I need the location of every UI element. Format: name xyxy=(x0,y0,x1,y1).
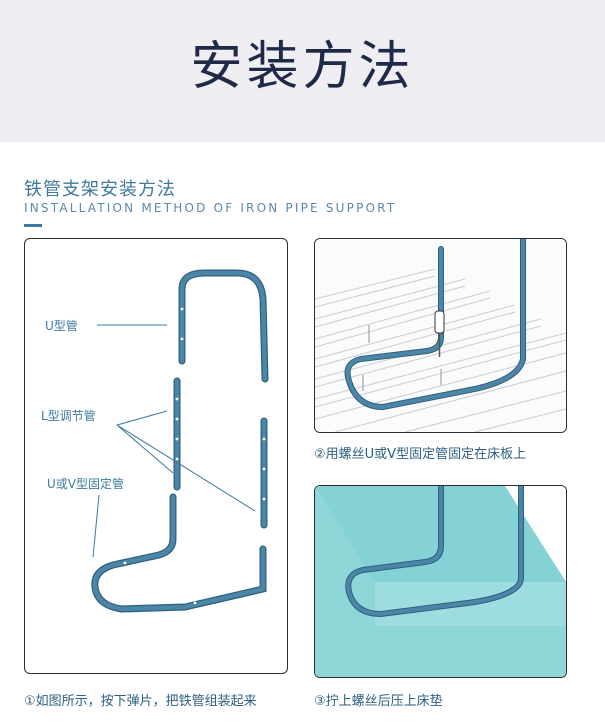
caption-step-2: ②用螺丝U或V型固定管固定在床板上 xyxy=(314,447,527,462)
header-banner: 安装方法 xyxy=(0,0,605,142)
mattress-drawing xyxy=(315,486,566,677)
page-title: 安装方法 xyxy=(190,37,415,97)
section-subtitle: INSTALLATION METHOD OF IRON PIPE SUPPORT xyxy=(24,201,397,215)
section-title: 铁管支架安装方法 xyxy=(24,179,176,200)
caption-step-1: ①如图所示，按下弹片，把铁管组装起来 xyxy=(24,694,257,709)
section-accent-bar xyxy=(24,224,42,227)
screwdriver-icon xyxy=(434,310,445,357)
label-uv-fixed-tube: U或V型固定管 xyxy=(47,477,124,491)
label-u-tube: U型管 xyxy=(45,319,78,333)
label-l-adjust-tube: L型调节管 xyxy=(41,409,96,423)
bed-board-install-panel xyxy=(314,238,567,433)
pipe-assembly-drawing xyxy=(91,269,269,613)
assembly-diagram-panel: U型管 L型调节管 U或V型固定管 xyxy=(24,238,288,674)
mattress-panel xyxy=(314,485,567,678)
caption-step-3: ③拧上螺丝后压上床垫 xyxy=(314,694,443,709)
bed-board-drawing xyxy=(315,239,566,432)
